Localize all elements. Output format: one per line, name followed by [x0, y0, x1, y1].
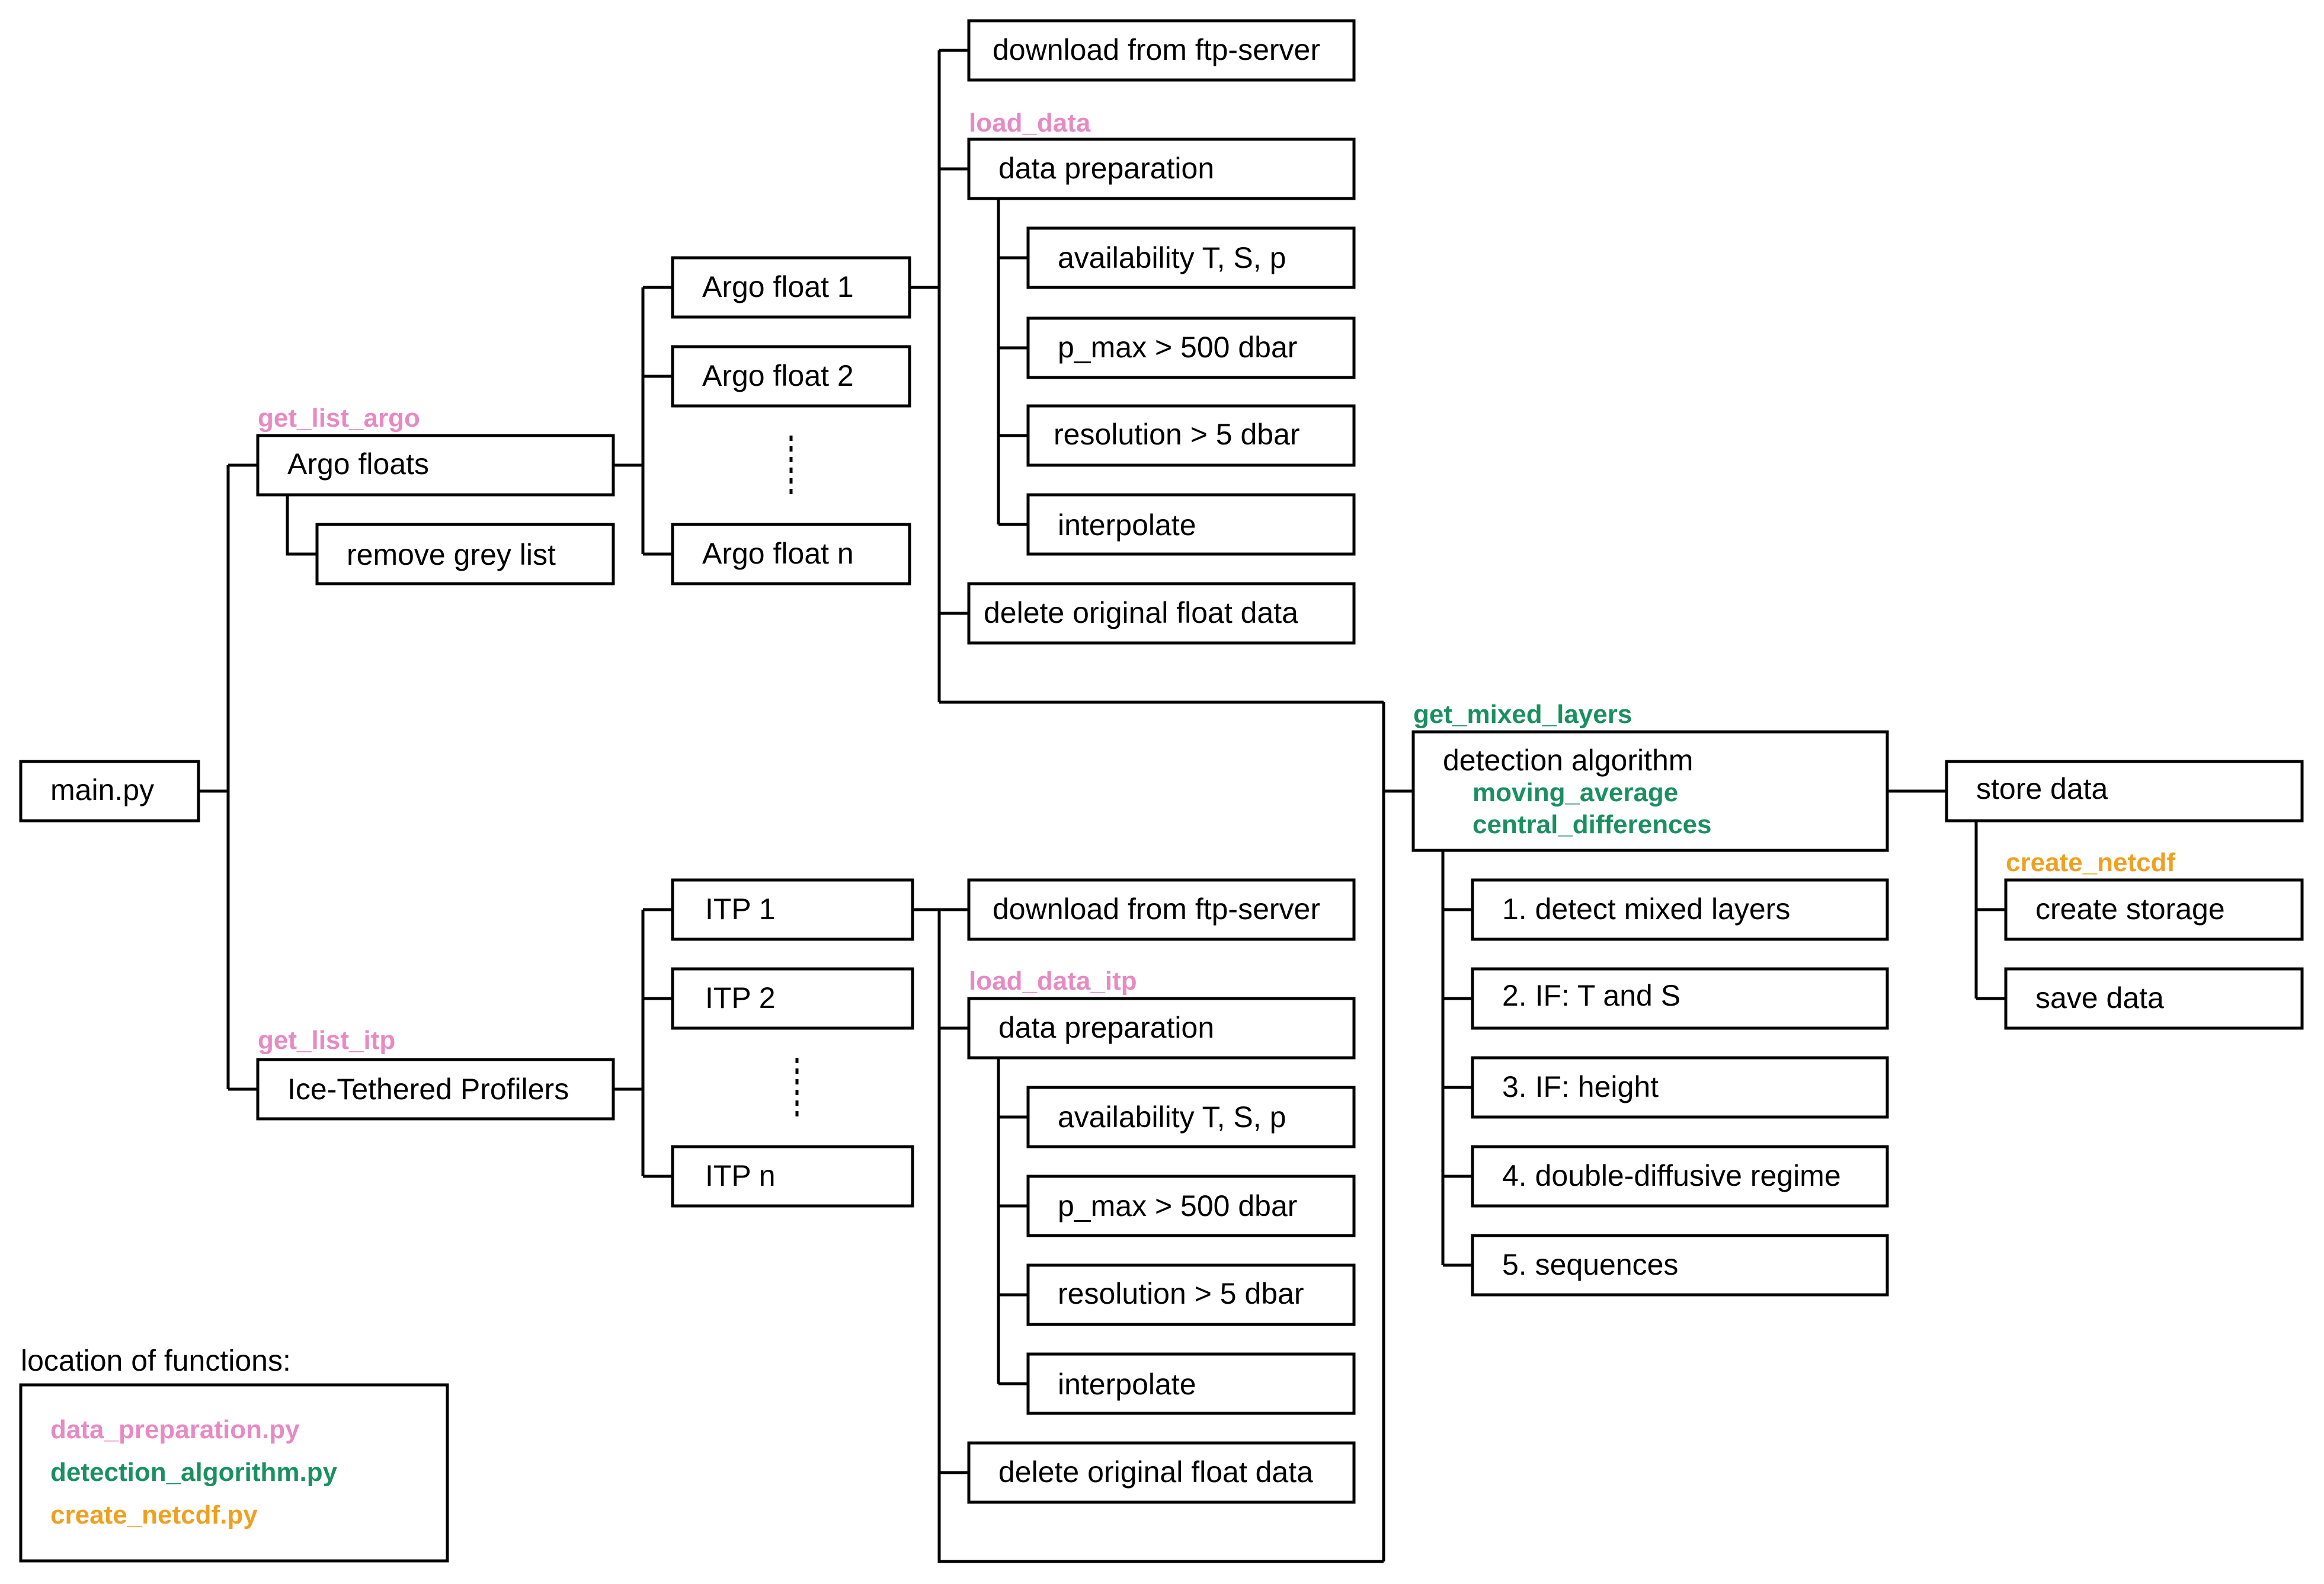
itp-delete-node: delete original float data — [967, 1441, 1356, 1504]
store-data-label: store data — [1976, 772, 2108, 805]
create-storage-node: create storage — [2004, 878, 2304, 941]
central-differences-label: central_differences — [1472, 810, 1712, 839]
if-height-node: 3. IF: height — [1471, 1056, 1889, 1119]
legend-title: location of functions: — [21, 1344, 291, 1377]
detection-algorithm-node: detection algorithm moving_average centr… — [1411, 730, 1889, 852]
argo-pmax-node: p_max > 500 dbar — [1026, 316, 1356, 379]
itp-interpolate-label: interpolate — [1058, 1368, 1196, 1401]
argo-float-n-node: Argo float n — [671, 523, 911, 585]
main-label: main.py — [50, 773, 154, 807]
argo-resolution-node: resolution > 5 dbar — [1026, 404, 1356, 467]
double-diffusive-regime-node: 4. double-diffusive regime — [1471, 1145, 1889, 1208]
itp-data-preparation-node: data preparation — [967, 997, 1356, 1060]
argo-float-2-node: Argo float 2 — [671, 345, 911, 408]
save-data-node: save data — [2004, 967, 2304, 1030]
itp-availability-label: availability T, S, p — [1058, 1100, 1286, 1134]
itp-pmax-label: p_max > 500 dbar — [1058, 1189, 1297, 1223]
argo-delete-label: delete original float data — [984, 596, 1298, 629]
itp-label: Ice-Tethered Profilers — [287, 1073, 569, 1106]
itp-delete-label: delete original float data — [998, 1455, 1313, 1489]
argo-float-1-node: Argo float 1 — [671, 256, 911, 319]
load-data-itp-label: load_data_itp — [969, 967, 1137, 996]
save-data-label: save data — [2035, 981, 2164, 1015]
argo-float-n-label: Argo float n — [702, 537, 854, 570]
store-data-node: store data — [1945, 760, 2304, 823]
connectors — [199, 49, 2006, 1563]
itp-2-label: ITP 2 — [705, 981, 776, 1015]
argo-data-preparation-label: data preparation — [998, 152, 1214, 185]
detection-algorithm-label: detection algorithm — [1443, 744, 1693, 777]
itp-interpolate-node: interpolate — [1026, 1352, 1356, 1415]
argo-floats-label: Argo floats — [287, 447, 429, 481]
argo-float-2-label: Argo float 2 — [702, 359, 854, 392]
argo-interpolate-node: interpolate — [1026, 493, 1356, 556]
itp-data-preparation-label: data preparation — [998, 1011, 1214, 1044]
argo-float-1-label: Argo float 1 — [702, 270, 854, 303]
argo-availability-node: availability T, S, p — [1026, 226, 1356, 289]
itp-resolution-label: resolution > 5 dbar — [1058, 1277, 1304, 1310]
create-storage-label: create storage — [2035, 892, 2225, 926]
argo-delete-node: delete original float data — [967, 582, 1356, 645]
argo-download-node: download from ftp-server — [967, 19, 1356, 82]
argo-availability-label: availability T, S, p — [1058, 241, 1286, 274]
argo-floats-node: Argo floats — [256, 434, 615, 497]
itp-availability-node: availability T, S, p — [1026, 1086, 1356, 1148]
itp-node: Ice-Tethered Profilers — [256, 1058, 615, 1121]
load-data-label: load_data — [969, 108, 1091, 137]
argo-pmax-label: p_max > 500 dbar — [1058, 331, 1297, 364]
legend-detection-algorithm: detection_algorithm.py — [50, 1458, 338, 1487]
double-diffusive-regime-label: 4. double-diffusive regime — [1502, 1159, 1841, 1192]
sequences-label: 5. sequences — [1502, 1248, 1678, 1281]
argo-download-label: download from ftp-server — [993, 33, 1320, 66]
itp-pmax-node: p_max > 500 dbar — [1026, 1175, 1356, 1237]
legend-data-preparation: data_preparation.py — [50, 1415, 300, 1444]
itp-1-label: ITP 1 — [705, 892, 776, 926]
get-list-argo-label: get_list_argo — [258, 404, 420, 433]
itp-n-node: ITP n — [671, 1145, 914, 1208]
remove-grey-list-label: remove grey list — [347, 538, 556, 571]
moving-average-label: moving_average — [1472, 778, 1678, 807]
get-list-itp-label: get_list_itp — [258, 1026, 395, 1055]
detect-mixed-layers-label: 1. detect mixed layers — [1502, 892, 1790, 926]
detect-mixed-layers-node: 1. detect mixed layers — [1471, 878, 1889, 941]
legend-box: data_preparation.py detection_algorithm.… — [19, 1383, 449, 1563]
if-t-and-s-node: 2. IF: T and S — [1471, 967, 1889, 1030]
remove-grey-list-node: remove grey list — [315, 523, 615, 585]
itp-n-label: ITP n — [705, 1159, 776, 1192]
argo-resolution-label: resolution > 5 dbar — [1054, 418, 1300, 451]
if-height-label: 3. IF: height — [1502, 1070, 1659, 1103]
itp-download-label: download from ftp-server — [993, 892, 1320, 926]
itp-2-node: ITP 2 — [671, 967, 914, 1030]
itp-resolution-node: resolution > 5 dbar — [1026, 1263, 1356, 1326]
legend-create-netcdf: create_netcdf.py — [50, 1500, 258, 1529]
if-t-and-s-label: 2. IF: T and S — [1502, 979, 1680, 1012]
argo-data-preparation-node: data preparation — [967, 137, 1356, 200]
main-node: main.py — [19, 760, 200, 823]
sequences-node: 5. sequences — [1471, 1234, 1889, 1297]
itp-download-node: download from ftp-server — [967, 878, 1356, 941]
create-netcdf-label: create_netcdf — [2006, 848, 2175, 877]
itp-1-node: ITP 1 — [671, 878, 914, 941]
argo-interpolate-label: interpolate — [1058, 508, 1196, 542]
get-mixed-layers-label: get_mixed_layers — [1413, 700, 1632, 729]
